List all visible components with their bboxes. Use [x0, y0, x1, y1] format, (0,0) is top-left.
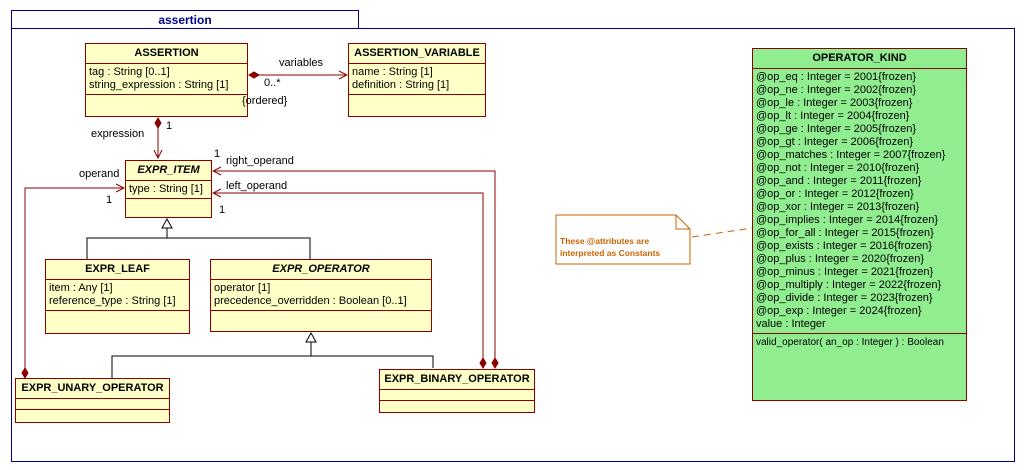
composition-diamond-right-operand [491, 357, 499, 369]
class-attribute: name : String [1] [352, 66, 433, 78]
class-attributes: item : Any [1] reference_type : String [… [46, 280, 189, 311]
class-attribute: operator [1] [214, 282, 271, 294]
class-attribute: @op_matches : Integer = 2007{frozen} [756, 149, 946, 161]
class-expr-operator[interactable]: EXPR_OPERATOR operator [1] precedence_ov… [210, 259, 432, 332]
class-expr-leaf[interactable]: EXPR_LEAF item : Any [1] reference_type … [45, 259, 190, 334]
class-attribute: @op_plus : Integer = 2020{frozen} [756, 253, 925, 265]
class-attribute: @op_exists : Integer = 2016{frozen} [756, 240, 932, 252]
label-expression: expression [91, 128, 145, 140]
package-tab: assertion [11, 10, 359, 28]
class-attribute: @op_lt : Integer = 2004{frozen} [756, 110, 910, 122]
class-operations [211, 311, 431, 321]
composition-diamond-operand [21, 367, 29, 379]
package-body [11, 28, 1015, 462]
class-attribute: @op_ge : Integer = 2005{frozen} [756, 123, 917, 135]
class-attribute: @op_xor : Integer = 2013{frozen} [756, 201, 920, 213]
class-attribute: @op_ne : Integer = 2002{frozen} [756, 84, 917, 96]
class-expr-unary-operator[interactable]: EXPR_UNARY_OPERATOR [15, 378, 170, 423]
class-operator-kind[interactable]: OPERATOR_KIND @op_eq : Integer = 2001{fr… [752, 48, 967, 401]
class-name: ASSERTION [86, 44, 247, 64]
class-attribute: @op_exp : Integer = 2024{frozen} [756, 305, 922, 317]
class-operations [16, 410, 169, 420]
generalization-triangle-expr-item [161, 217, 173, 229]
class-attribute: @op_le : Integer = 2003{frozen} [756, 97, 913, 109]
class-name: ASSERTION_VARIABLE [349, 44, 485, 64]
composition-diamond-expression [154, 117, 162, 129]
class-attribute: @op_divide : Integer = 2023{frozen} [756, 292, 933, 304]
class-operations [46, 311, 189, 321]
class-operation: valid_operator( an_op : Integer ) : Bool… [756, 337, 944, 348]
class-attributes: type : String [1] [126, 181, 211, 199]
note-line: interpreted as Constants [560, 248, 661, 258]
class-attribute: @op_implies : Integer = 2014{frozen} [756, 214, 939, 226]
class-assertion-variable[interactable]: ASSERTION_VARIABLE name : String [1] def… [348, 43, 486, 117]
label-ordered: {ordered} [242, 95, 288, 107]
class-attributes [16, 399, 169, 410]
class-name: EXPR_OPERATOR [211, 260, 431, 280]
label-expression-multiplicity: 1 [166, 120, 173, 132]
package-name: assertion [158, 13, 212, 27]
generalization-expr-operator [111, 342, 434, 378]
label-right-operand-multiplicity: 1 [214, 148, 221, 160]
class-assertion[interactable]: ASSERTION tag : String [0..1] string_exp… [85, 43, 248, 117]
class-attribute: reference_type : String [1] [49, 295, 176, 307]
class-attribute: item : Any [1] [49, 282, 113, 294]
association-right-operand [213, 171, 496, 368]
class-attributes: @op_eq : Integer = 2001{frozen} @op_ne :… [753, 69, 966, 334]
class-attribute: @op_multiply : Integer = 2022{frozen} [756, 279, 942, 291]
class-name: EXPR_UNARY_OPERATOR [16, 379, 169, 399]
class-name: EXPR_BINARY_OPERATOR [380, 370, 534, 390]
class-name: OPERATOR_KIND [753, 49, 966, 69]
note-line: These @attributes are [560, 236, 650, 246]
label-operand: operand [79, 168, 120, 180]
class-operations: valid_operator( an_op : Integer ) : Bool… [753, 334, 966, 351]
class-attribute: tag : String [0..1] [89, 66, 170, 78]
association-left-operand [213, 193, 484, 368]
composition-diamond-variables [248, 71, 260, 79]
class-attribute: value : Integer [756, 318, 826, 330]
label-variables: variables [279, 57, 324, 69]
class-attributes: name : String [1] definition : String [1… [349, 64, 485, 95]
class-operations [126, 199, 211, 209]
class-attribute: precedence_overridden : Boolean [0..1] [214, 295, 407, 307]
association-operand [24, 188, 124, 378]
class-attributes: tag : String [0..1] string_expression : … [86, 64, 247, 95]
class-name: EXPR_LEAF [46, 260, 189, 280]
generalization-triangle-expr-operator [305, 331, 317, 343]
class-attribute: definition : String [1] [352, 79, 450, 91]
generalization-expr-item [86, 228, 311, 259]
class-operations [349, 95, 485, 105]
note: These @attributes are interpreted as Con… [556, 215, 691, 264]
class-attribute: @op_for_all : Integer = 2015{frozen} [756, 227, 934, 239]
class-attribute: @op_or : Integer = 2012{frozen} [756, 188, 914, 200]
label-variables-multiplicity: 0..* [264, 77, 281, 89]
note-connector [691, 227, 753, 238]
label-operand-multiplicity: 1 [106, 194, 113, 206]
class-attribute: type : String [1] [129, 183, 203, 195]
class-expr-item[interactable]: EXPR_ITEM type : String [1] [125, 160, 212, 218]
class-attribute: @op_gt : Integer = 2006{frozen} [756, 136, 914, 148]
class-attribute: @op_minus : Integer = 2021{frozen} [756, 266, 934, 278]
label-left-operand-multiplicity: 1 [219, 204, 226, 216]
note-text: These @attributes are interpreted as Con… [560, 235, 660, 259]
class-attribute: string_expression : String [1] [89, 79, 229, 91]
class-attributes: operator [1] precedence_overridden : Boo… [211, 280, 431, 311]
class-attribute: @op_and : Integer = 2011{frozen} [756, 175, 922, 187]
label-right-operand: right_operand [226, 155, 294, 167]
class-operations [86, 95, 247, 105]
composition-diamond-left-operand [479, 357, 487, 369]
class-attribute: @op_not : Integer = 2010{frozen} [756, 162, 920, 174]
class-name: EXPR_ITEM [126, 161, 211, 181]
class-operations [380, 401, 534, 411]
class-expr-binary-operator[interactable]: EXPR_BINARY_OPERATOR [379, 369, 535, 413]
class-attribute: @op_eq : Integer = 2001{frozen} [756, 71, 917, 83]
class-attributes [380, 390, 534, 401]
note-shape [555, 214, 691, 265]
label-left-operand: left_operand [226, 180, 288, 192]
